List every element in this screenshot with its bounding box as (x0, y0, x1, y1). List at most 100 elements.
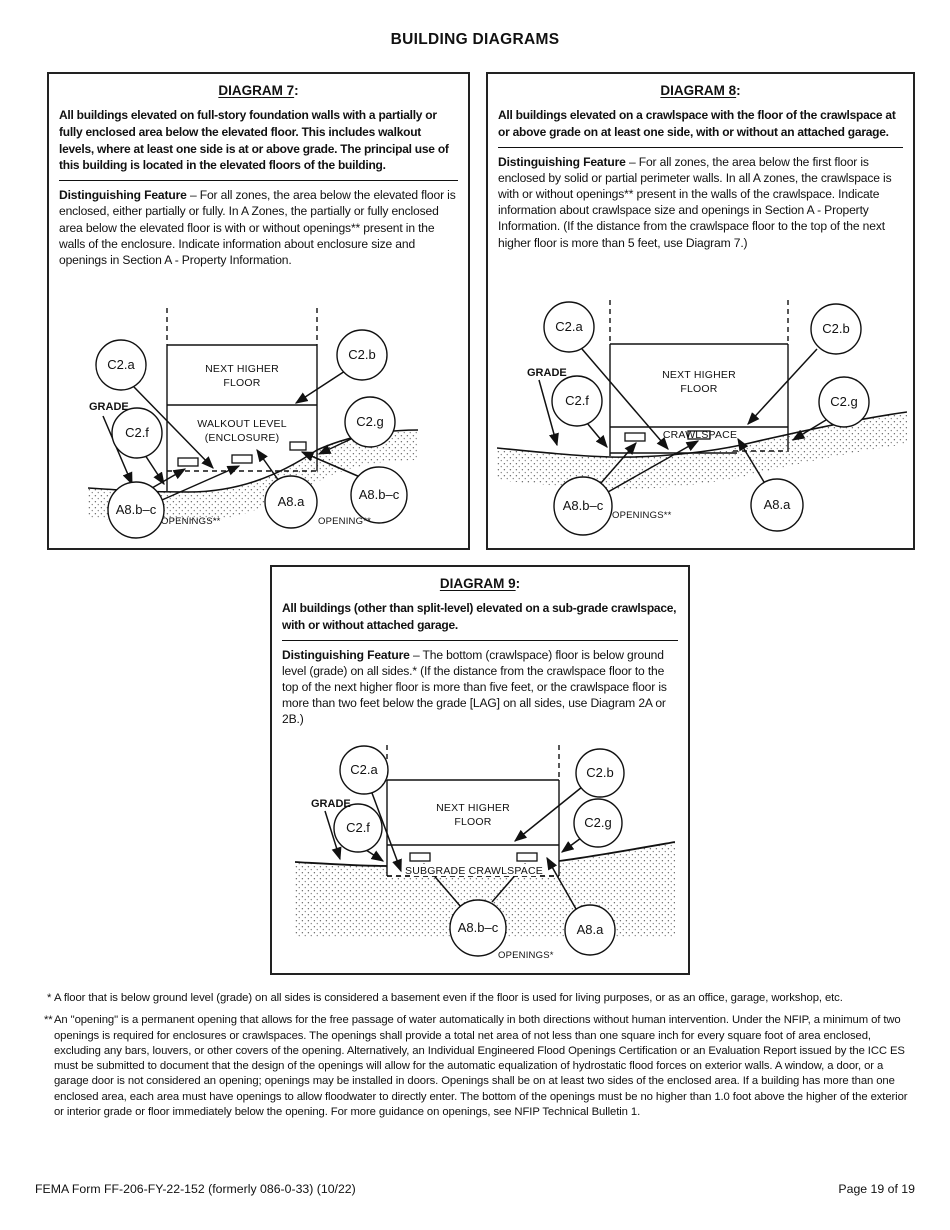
ground-stipple (88, 430, 418, 522)
next-higher-floor-label2: FLOOR (454, 816, 491, 828)
feature-label: Distinguishing Feature (282, 647, 410, 662)
diagram7-title-colon: : (294, 83, 299, 98)
grade-label: GRADE (527, 367, 567, 379)
footnote-marker: * (47, 992, 52, 1004)
divider (498, 146, 903, 148)
crawlspace-label-backing (411, 864, 537, 876)
callout-a8a (264, 475, 318, 529)
a8a-label: A8.a (764, 497, 792, 512)
diagram9-illustration: C2.a C2.b C2.f C2.g A8.b–c A8.a NEXT HIG… (295, 745, 675, 961)
building-outline (166, 308, 320, 491)
page-footer: FEMA Form FF-206-FY-22-152 (formerly 086… (35, 1182, 915, 1196)
diagram8-summary: All buildings elevated on a crawlspace w… (498, 108, 896, 139)
diagram9-title: DIAGRAM 9: (282, 576, 678, 591)
feature-text: – The bottom (crawlspace) floor is below… (282, 647, 667, 727)
callout-c2b (575, 748, 625, 798)
callout-a8bc (553, 476, 613, 536)
callout-c2b (336, 329, 388, 381)
vent-openings (409, 852, 538, 862)
diagram7-title-text: DIAGRAM 7 (218, 83, 295, 98)
c2b-label: C2.b (822, 321, 849, 336)
diagram7-panel: DIAGRAM 7: All buildings elevated on ful… (47, 72, 470, 550)
grade-label: GRADE (89, 401, 129, 413)
c2a-label: C2.a (555, 319, 583, 334)
c2f-label: C2.f (346, 820, 370, 835)
callout-a8bc (449, 899, 507, 957)
next-higher-floor-label: NEXT HIGHER (662, 369, 736, 381)
a8a-label: A8.a (577, 922, 605, 937)
building-outline (609, 300, 789, 456)
feature-text: – For all zones, the area below the elev… (59, 188, 456, 267)
a8a-label: A8.a (278, 494, 306, 509)
diagram9-title-text: DIAGRAM 9 (439, 576, 516, 591)
grade-line-left (295, 861, 388, 867)
diagram9-title-colon: : (515, 576, 521, 591)
c2f-label: C2.f (565, 393, 589, 408)
diagram9-panel: DIAGRAM 9: All buildings (other than spl… (270, 565, 690, 975)
callout-c2g (573, 798, 623, 848)
vent-openings (177, 441, 307, 467)
feature-text: – For all zones, the area below the firs… (498, 154, 892, 250)
building-face (167, 345, 317, 491)
walkout-level-label: WALKOUT LEVEL (197, 418, 287, 430)
callouts (333, 745, 625, 957)
c2g-label: C2.g (830, 394, 857, 409)
a8bc-label: A8.b–c (563, 498, 604, 513)
diagram7-text-block: DIAGRAM 7: All buildings elevated on ful… (49, 74, 468, 268)
footnote-openings: ** An "opening" is a permanent opening t… (36, 1013, 914, 1120)
c2b-label: C2.b (348, 347, 375, 362)
openings-label-right: OPENING** (318, 516, 371, 527)
callout-arrows (102, 370, 361, 501)
next-higher-floor-label2: FLOOR (680, 383, 717, 395)
callout-c2a (543, 301, 595, 353)
callout-c2a (339, 745, 389, 795)
c2b-label: C2.b (586, 765, 613, 780)
callout-a8a (750, 478, 804, 532)
c2a-label: C2.a (107, 357, 135, 372)
callout-c2b (810, 303, 862, 355)
grade-line-right (558, 841, 675, 862)
openings-label: OPENINGS* (498, 950, 554, 961)
footnote-text: A floor that is below ground level (grad… (54, 992, 843, 1004)
feature-label: Distinguishing Feature (498, 154, 626, 169)
diagram7-illustration: C2.a C2.b C2.f C2.g A8.b–c A8.a A8.b–c N… (88, 308, 418, 539)
feature-label: Distinguishing Feature (59, 188, 187, 203)
footnotes: * A floor that is below ground level (gr… (36, 991, 914, 1127)
callout-c2f (551, 375, 603, 427)
callout-arrows (538, 348, 827, 493)
diagram8-title-text: DIAGRAM 8 (660, 83, 737, 98)
callouts (95, 329, 408, 539)
next-higher-floor-label: NEXT HIGHER (436, 802, 510, 814)
callout-c2f (111, 407, 163, 459)
page-title: BUILDING DIAGRAMS (390, 31, 560, 48)
diagram9-text-block: DIAGRAM 9: All buildings (other than spl… (272, 567, 688, 728)
c2f-label: C2.f (125, 425, 149, 440)
building-face (610, 344, 788, 457)
vent-openings (624, 430, 711, 442)
footnote-basement: * A floor that is below ground level (gr… (36, 991, 914, 1006)
c2g-label: C2.g (584, 815, 611, 830)
callout-c2g (344, 396, 396, 448)
diagram9-feature: Distinguishing Feature – The bottom (cra… (282, 647, 678, 728)
c2g-label: C2.g (356, 414, 383, 429)
callout-a8bc-left (107, 481, 165, 539)
diagram7-feature: Distinguishing Feature – For all zones, … (59, 187, 458, 268)
next-higher-floor-label2: FLOOR (223, 377, 260, 389)
diagram8-feature: Distinguishing Feature – For all zones, … (498, 154, 903, 251)
diagram8-title: DIAGRAM 8: (498, 83, 903, 98)
openings-label: OPENINGS** (612, 510, 672, 521)
enclosure-label: (ENCLOSURE) (205, 432, 280, 444)
diagram8-panel: DIAGRAM 8: All buildings elevated on a c… (486, 72, 915, 550)
page-number: Page 19 of 19 (838, 1182, 915, 1196)
diagram7-summary: All buildings elevated on full-story fou… (59, 108, 449, 173)
c2a-label: C2.a (350, 762, 378, 777)
subgrade-crawlspace-label: SUBGRADE CRAWLSPACE (405, 865, 543, 877)
footnote-text: An "opening" is a permanent opening that… (54, 1014, 908, 1118)
next-higher-floor-label: NEXT HIGHER (205, 363, 279, 375)
form-number: FEMA Form FF-206-FY-22-152 (formerly 086… (35, 1182, 356, 1196)
callouts (543, 301, 870, 536)
a8bc-right-label: A8.b–c (359, 487, 400, 502)
grade-label: GRADE (311, 798, 351, 810)
divider (59, 180, 458, 182)
divider (282, 639, 678, 641)
